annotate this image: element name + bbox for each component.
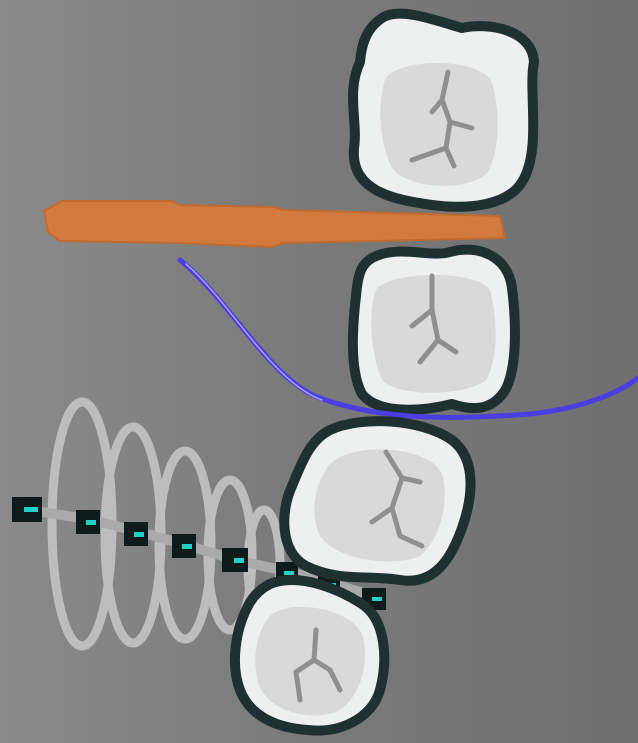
bracket-3 [124, 522, 148, 546]
floss-line-inner [186, 264, 322, 400]
tooth-lower-1 [284, 421, 470, 581]
tooth-upper-1 [353, 14, 534, 207]
tooth-upper-2 [353, 250, 515, 410]
bracket-2 [76, 510, 100, 534]
tooth-lower-2 [235, 580, 384, 731]
bracket-4 [172, 534, 196, 558]
bracket-5 [222, 548, 248, 572]
bracket-1 [12, 497, 42, 522]
